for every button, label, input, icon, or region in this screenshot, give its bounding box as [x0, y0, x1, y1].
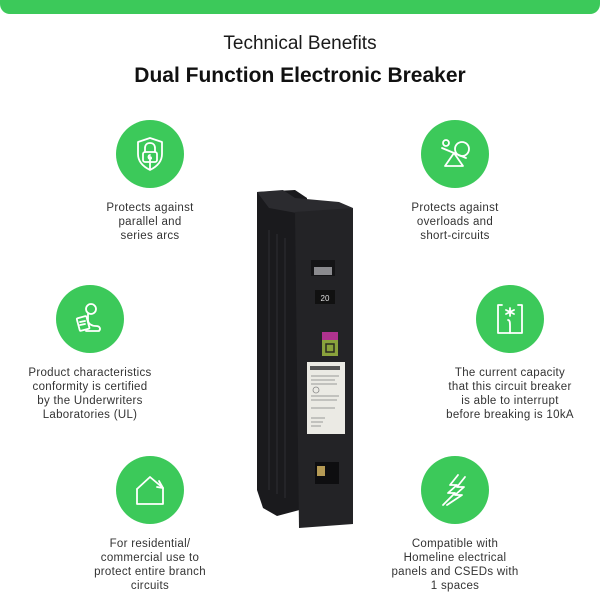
lightning-icon [421, 456, 489, 524]
feature-breaking-capacity: The current capacity that this circuit b… [420, 285, 600, 422]
breaking-capacity-icon [476, 285, 544, 353]
feature-residential-commercial: For residential/ commercial use to prote… [60, 456, 240, 593]
feature-homeline-compatible: Compatible with Homeline electrical pane… [365, 456, 545, 593]
page-title: Dual Function Electronic Breaker [134, 64, 466, 87]
feature-text: Protects against parallel and series arc… [106, 202, 194, 242]
feature-text: Protects against overloads and short-cir… [411, 202, 499, 242]
circuit-breaker-product-image: 20 [255, 190, 355, 530]
feature-ul-certified: Product characteristics conformity is ce… [0, 285, 180, 422]
house-icon [116, 456, 184, 524]
feature-text: The current capacity that this circuit b… [446, 367, 574, 421]
certified-product-icon [56, 285, 124, 353]
shield-lock-icon [116, 120, 184, 188]
feature-overload-protection: Protects against overloads and short-cir… [365, 120, 545, 243]
section-subtitle: Technical Benefits [223, 33, 377, 54]
amp-rating-label: 20 [321, 294, 330, 303]
seesaw-balance-icon [421, 120, 489, 188]
feature-text: Product characteristics conformity is ce… [28, 367, 152, 421]
feature-text: Compatible with Homeline electrical pane… [391, 538, 519, 592]
top-accent-bar [0, 0, 600, 14]
feature-arc-protection: Protects against parallel and series arc… [60, 120, 240, 243]
feature-text: For residential/ commercial use to prote… [94, 538, 206, 592]
